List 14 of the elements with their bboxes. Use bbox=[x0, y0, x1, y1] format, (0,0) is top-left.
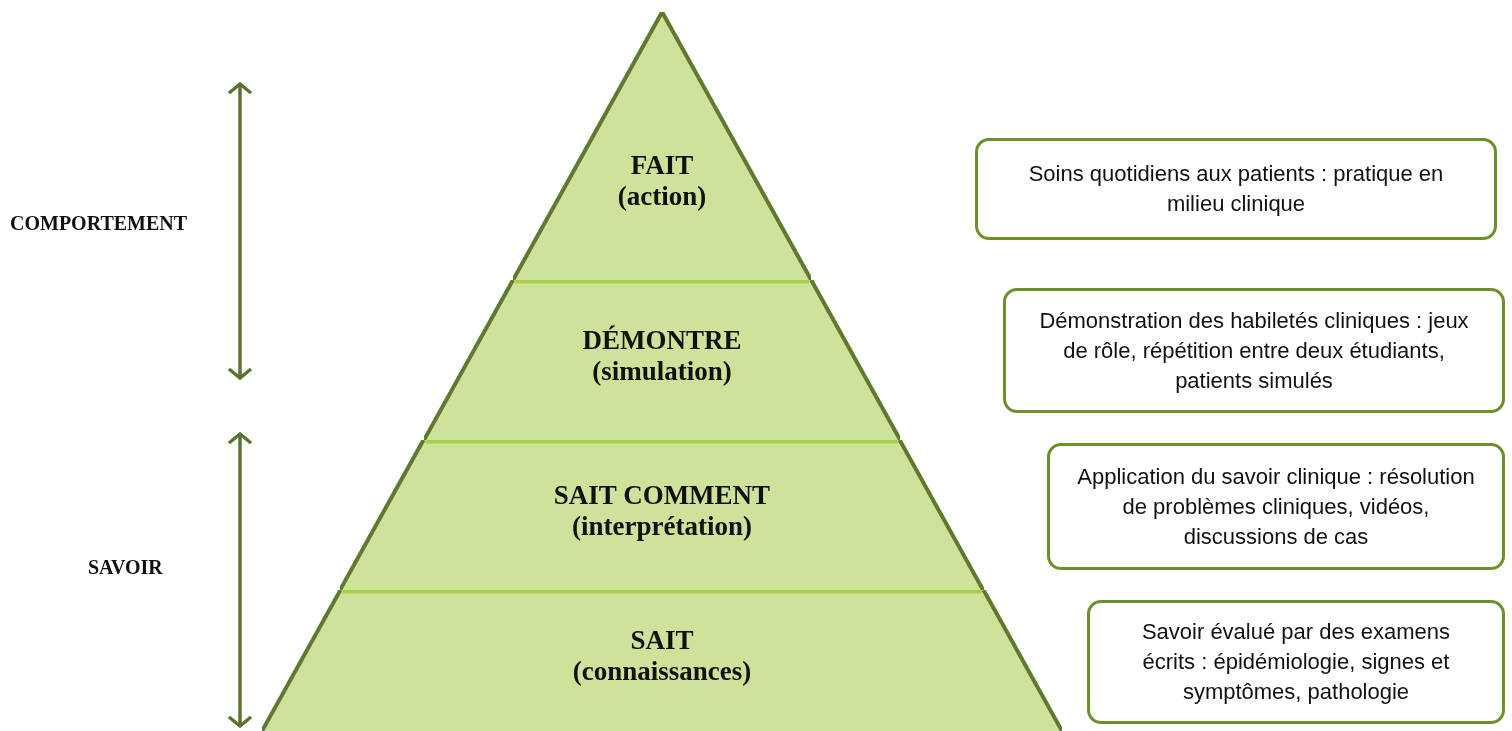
level-title: DÉMONTRE bbox=[582, 325, 742, 356]
level-title: FAIT bbox=[630, 150, 694, 181]
level-title: SAIT bbox=[630, 625, 694, 656]
description-box: Démonstration des habiletés cliniques : jeux de rôle, répétition entre deux étudiants, patients simulés bbox=[1003, 288, 1505, 413]
axis-label: COMPORTEMENT bbox=[10, 212, 188, 235]
level-subtitle: (simulation) bbox=[592, 356, 732, 387]
level-subtitle: (connaissances) bbox=[572, 656, 752, 687]
description-box: Application du savoir clinique : résolution de problèmes cliniques, vidéos, discussions de cas bbox=[1047, 443, 1505, 570]
level-title: SAIT COMMENT bbox=[553, 480, 771, 511]
level-subtitle: (action) bbox=[617, 181, 707, 212]
axis-label: SAVOIR bbox=[88, 556, 163, 579]
description-box: Soins quotidiens aux patients : pratique en milieu clinique bbox=[975, 138, 1497, 240]
level-subtitle: (interprétation) bbox=[572, 511, 752, 542]
description-box: Savoir évalué par des examens écrits : épidémiologie, signes et symptômes, pathologie bbox=[1087, 600, 1505, 724]
